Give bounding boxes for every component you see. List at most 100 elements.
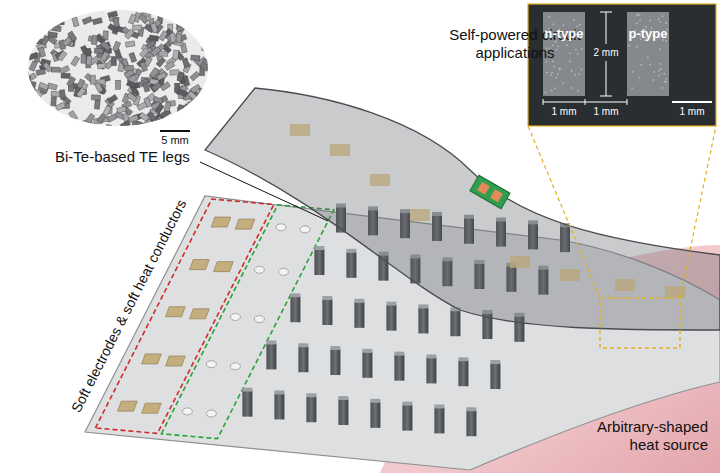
te-leg-top <box>306 393 316 397</box>
soft-electrode <box>235 219 255 229</box>
leg-texture <box>639 19 641 21</box>
leg-texture <box>637 14 639 16</box>
te-leg-top <box>298 343 308 347</box>
dimension-line <box>627 99 628 105</box>
te-leg <box>450 310 460 336</box>
leg-texture <box>570 87 572 89</box>
dimension-line <box>600 96 612 97</box>
leg-texture <box>577 53 579 55</box>
te-leg-top <box>418 304 428 308</box>
te-leg <box>434 407 444 433</box>
leg-texture <box>636 22 638 24</box>
part-label: Arbitrary-shaped heat source <box>568 418 708 454</box>
soft-electrode <box>142 403 162 413</box>
scale-label: 5 mm <box>161 134 189 147</box>
leg-texture <box>660 63 662 65</box>
leg-texture <box>632 71 634 73</box>
te-leg-top <box>354 299 364 303</box>
leg-texture <box>559 67 561 69</box>
soft-heat-conductor <box>254 316 264 323</box>
dimension-label: 2 mm <box>594 47 619 59</box>
top-electrode <box>290 124 310 136</box>
scale-bar <box>672 101 712 103</box>
dimension-label: 1 mm <box>594 106 619 118</box>
soft-electrode <box>166 307 186 317</box>
soft-heat-conductor <box>254 266 264 273</box>
soft-heat-conductor <box>300 226 310 233</box>
scale-bar <box>160 130 190 132</box>
leg-texture <box>661 87 663 89</box>
zoom-line <box>528 126 600 298</box>
top-electrode <box>560 269 580 281</box>
leg-texture <box>639 77 641 79</box>
te-leg <box>426 357 436 383</box>
leg-texture <box>578 73 580 75</box>
soft-heat-conductor <box>278 268 288 275</box>
zoom-line <box>680 126 716 298</box>
part-label: Bi-Te-based TE legs <box>55 148 190 166</box>
te-leg-photo <box>21 11 216 134</box>
leg-texture <box>659 21 661 23</box>
soft-electrode <box>211 217 231 227</box>
leg-texture <box>569 52 571 54</box>
te-leg <box>314 249 324 275</box>
scale-label: 1 mm <box>680 106 705 118</box>
circuit-chip <box>470 175 510 209</box>
leg-texture <box>544 92 546 94</box>
te-leg-top <box>346 249 356 253</box>
top-electrode <box>410 209 430 221</box>
top-electrode <box>330 144 350 156</box>
top-electrode <box>615 279 635 291</box>
leg-texture <box>566 45 568 47</box>
leg-texture <box>665 22 667 24</box>
te-leg-top <box>314 246 324 250</box>
te-leg-top <box>386 302 396 306</box>
dimension-line <box>585 99 586 105</box>
top-electrode <box>510 256 530 268</box>
leg-texture <box>551 90 553 92</box>
soft-electrode <box>142 354 162 364</box>
te-leg-top <box>434 404 444 408</box>
te-leg-top <box>322 296 332 300</box>
leg-texture <box>652 79 654 81</box>
leg-texture <box>658 70 660 72</box>
te-leg-top <box>362 349 372 353</box>
te-leg-top <box>394 352 404 356</box>
leg-type-label: n-type <box>545 26 584 42</box>
te-leg <box>490 363 500 389</box>
te-leg <box>242 391 252 417</box>
leg-type-label: p-type <box>629 26 668 42</box>
te-leg-top <box>402 402 412 406</box>
leg-texture <box>577 90 579 92</box>
leg-texture <box>569 61 571 63</box>
dimension-line <box>543 102 585 103</box>
leg-texture <box>574 74 576 76</box>
te-leg <box>394 355 404 381</box>
soft-electrode <box>190 260 210 270</box>
soft-heat-conductor <box>276 224 286 231</box>
te-leg <box>290 296 300 322</box>
soft-heat-conductor <box>230 363 240 370</box>
leg-texture <box>663 73 665 75</box>
leg-texture <box>628 45 630 47</box>
te-leg <box>386 305 396 331</box>
dimension-line <box>606 12 607 44</box>
leg-texture <box>660 68 662 70</box>
leg-texture <box>639 14 641 16</box>
soft-electrode <box>118 401 138 411</box>
leg-texture <box>546 72 548 74</box>
te-leg <box>266 343 276 369</box>
p-type-leg <box>627 12 669 96</box>
dimension-line <box>543 99 544 105</box>
te-leg <box>458 360 468 386</box>
te-leg <box>330 349 340 375</box>
leg-texture <box>562 24 564 26</box>
leg-texture <box>665 81 667 83</box>
leg-texture <box>658 75 660 77</box>
leg-texture <box>550 74 552 76</box>
te-leg-top <box>274 390 284 394</box>
leg-texture <box>636 46 638 48</box>
te-leg-top <box>370 399 380 403</box>
leg-texture <box>581 48 583 50</box>
